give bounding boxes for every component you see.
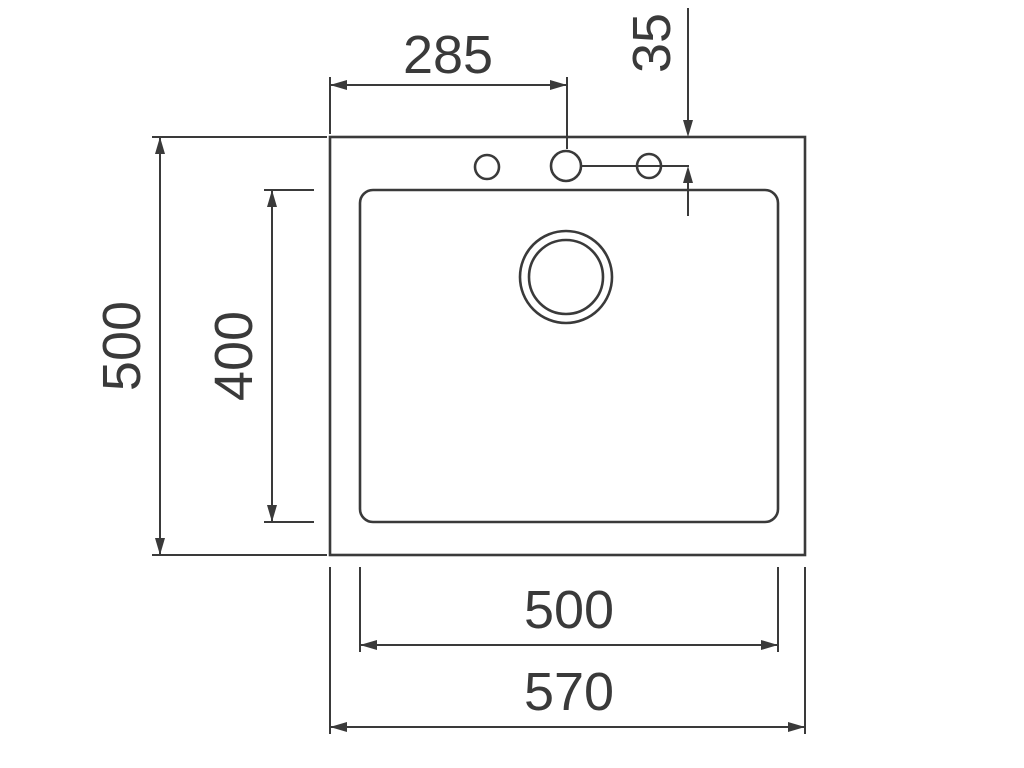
drain — [518, 229, 614, 325]
dim-outer-width: 570 — [329, 567, 806, 734]
dim-label-top-center-width: 285 — [403, 25, 493, 85]
arrowhead-bottom — [267, 505, 277, 522]
dim-label-tap-hole-offset: 35 — [622, 13, 682, 73]
tap-hole-center — [549, 149, 583, 183]
dim-label-bowl-width: 500 — [524, 580, 614, 640]
arrowhead-left — [330, 80, 347, 90]
arrowhead-right — [550, 80, 567, 90]
dim-top-center-width: 285 — [329, 25, 568, 149]
drain-inner-circle — [527, 238, 605, 316]
arrowhead-down — [683, 120, 693, 137]
arrowhead-top — [267, 190, 277, 207]
arrowhead-left — [330, 722, 347, 732]
dim-label-outer-width: 570 — [524, 662, 614, 722]
dim-bowl-width: 500 — [359, 567, 779, 652]
dim-outer-height: 500 — [92, 136, 327, 556]
arrowhead-top — [155, 137, 165, 154]
arrowhead-bottom — [155, 538, 165, 555]
dim-bowl-height: 400 — [204, 189, 314, 523]
sink-outline — [328, 135, 807, 557]
arrowhead-right — [761, 640, 778, 650]
sink-outer-rect — [328, 135, 807, 557]
arrowhead-left — [360, 640, 377, 650]
dim-label-bowl-height: 400 — [204, 311, 264, 401]
sink-bowl-rect — [358, 188, 780, 524]
drain-outer-circle — [518, 229, 614, 325]
dim-label-outer-height: 500 — [92, 301, 152, 391]
tap-holes — [473, 149, 689, 183]
arrowhead-up — [683, 166, 693, 183]
tap-hole-left — [473, 153, 501, 181]
dim-tap-hole-offset: 35 — [622, 8, 693, 216]
arrowhead-right — [788, 722, 805, 732]
